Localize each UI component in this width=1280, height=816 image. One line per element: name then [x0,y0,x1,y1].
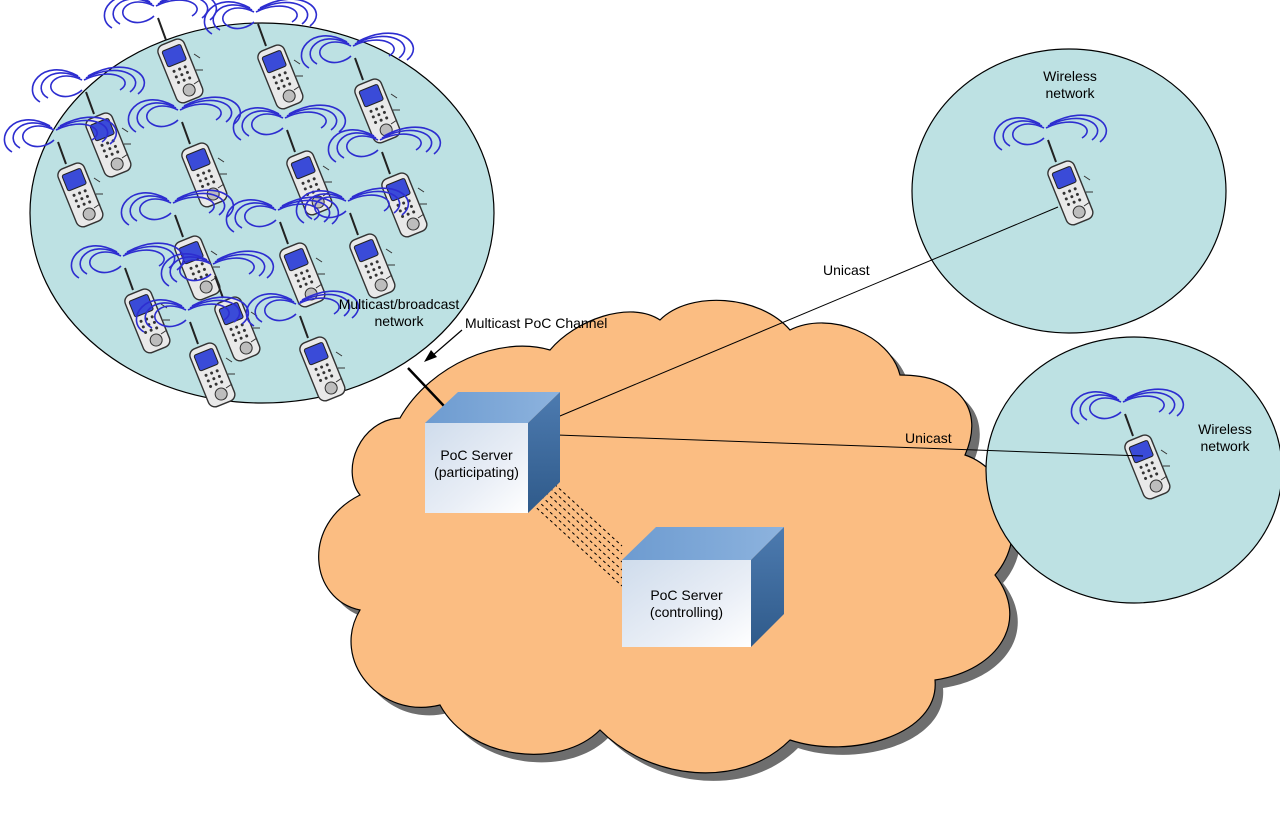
wireless-label-bottom-line2: network [1200,438,1250,454]
multicast-network-label: Multicast/broadcast network [325,296,473,330]
multicast-network-label-line1: Multicast/broadcast [338,296,460,312]
multicast-channel-label: Multicast PoC Channel [465,315,608,331]
server-participating-label: PoC Server (participating) [420,447,533,481]
unicast-label-top: Unicast [823,262,870,278]
arrow-icon [424,329,463,362]
wireless-network-label-bottom: Wireless network [1179,421,1271,455]
unicast-label-bottom: Unicast [905,430,952,446]
server-participating-line1: PoC Server [440,447,513,463]
wireless-label-bottom-line1: Wireless [1198,421,1252,437]
wireless-label-top-line1: Wireless [1043,68,1097,84]
multicast-network-label-line2: network [374,313,424,329]
unicast-link-bottom [556,434,1144,457]
server-controlling-label: PoC Server (controlling) [628,587,745,621]
server-box-icon [622,527,784,647]
wireless-label-top-line2: network [1045,85,1095,101]
server-participating-line2: (participating) [434,464,519,480]
server-controlling-line2: (controlling) [649,604,724,620]
wireless-network-label-top: Wireless network [1020,68,1120,102]
server-controlling-line1: PoC Server [650,587,723,603]
server-box-icon [425,392,560,513]
multicast-link [407,367,445,407]
unicast-link-top [547,206,1059,422]
